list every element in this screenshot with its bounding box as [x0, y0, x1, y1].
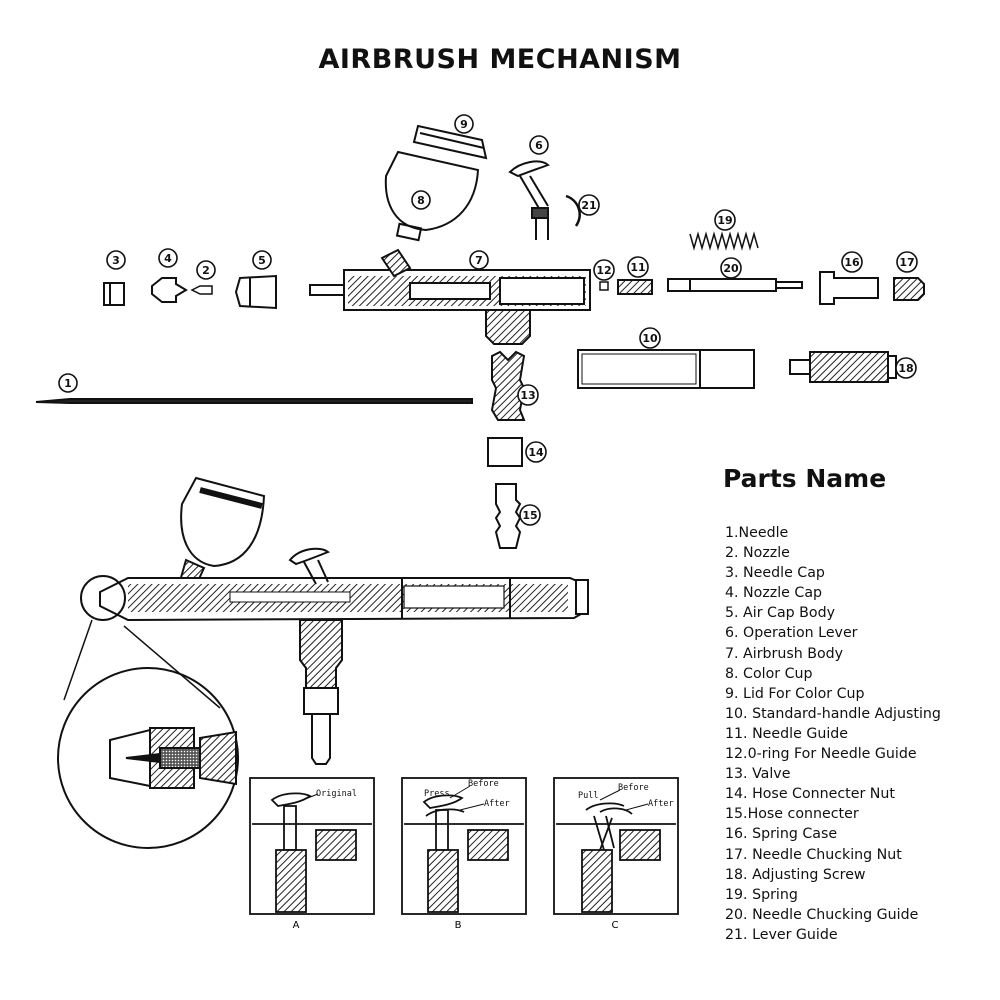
callout-4: 4 — [164, 252, 172, 265]
panel-b-label-after: After — [484, 799, 510, 809]
parts-list-item: 8. Color Cup — [725, 665, 813, 682]
callout-21: 21 — [581, 199, 596, 212]
part-hose-connecter-nut-shape — [487, 437, 523, 467]
part-operation-lever-shape — [508, 160, 550, 240]
part-spring-shape — [689, 231, 759, 251]
callout-17: 17 — [899, 256, 914, 269]
part-needle-cap-shape — [103, 282, 125, 306]
parts-list-item: 17. Needle Chucking Nut — [725, 846, 902, 863]
part-lid-shape — [412, 124, 488, 160]
operation-panel-c: Pull Before After — [553, 777, 679, 915]
callout-16: 16 — [844, 256, 860, 269]
callout-13: 13 — [520, 389, 535, 402]
part-needle-chucking-guide-shape — [667, 278, 803, 292]
panel-c-label-before: Before — [618, 783, 649, 793]
callout-15: 15 — [522, 509, 537, 522]
callout-11: 11 — [630, 261, 645, 274]
parts-list-item: 2. Nozzle — [725, 545, 790, 562]
parts-list-item: 20. Needle Chucking Guide — [725, 906, 919, 923]
panel-b-caption: B — [455, 920, 462, 931]
part-needle-shape — [35, 398, 473, 404]
callout-12: 12 — [596, 264, 611, 277]
operation-panel-b: Press Before After — [401, 777, 527, 915]
part-color-cup-shape — [384, 150, 480, 242]
parts-list-item: 6. Operation Lever — [725, 625, 858, 642]
callout-5: 5 — [258, 254, 266, 267]
callout-7: 7 — [475, 254, 483, 267]
parts-list-item: 7. Airbrush Body — [725, 645, 844, 662]
callout-2: 2 — [202, 264, 210, 277]
parts-list-item: 3. Needle Cap — [725, 565, 825, 582]
callout-14: 14 — [528, 446, 544, 459]
panel-c-label-pull: Pull — [578, 791, 598, 801]
parts-name-heading: Parts Name — [723, 464, 887, 493]
parts-list-item: 18. Adjusting Screw — [725, 866, 866, 883]
parts-list-item: 12.0-ring For Needle Guide — [725, 746, 917, 763]
part-hose-connecter-shape — [494, 483, 522, 549]
callout-19: 19 — [717, 214, 732, 227]
callout-6: 6 — [535, 139, 543, 152]
panel-c-label-after: After — [648, 799, 674, 809]
part-o-ring-shape — [599, 281, 609, 291]
assembled-airbrush — [57, 476, 590, 849]
parts-list-item: 13. Valve — [725, 766, 791, 783]
parts-list-item: 21. Lever Guide — [725, 926, 838, 943]
part-spring-case-shape — [819, 271, 879, 305]
part-nozzle-shape — [190, 285, 213, 295]
part-callouts: 1 2 3 4 5 6 7 8 9 10 11 12 13 14 15 16 1… — [58, 114, 918, 526]
callout-3: 3 — [112, 254, 120, 267]
callout-20: 20 — [723, 262, 739, 275]
part-handle-shape — [577, 349, 755, 389]
parts-list-item: 10. Standard-handle Adjusting — [725, 705, 941, 722]
parts-list-item: 16. Spring Case — [725, 826, 838, 843]
panel-a-caption: A — [293, 920, 300, 931]
parts-list-item: 11. Needle Guide — [725, 725, 848, 742]
part-lever-guide-shape — [565, 194, 581, 227]
diagram-title: AIRBRUSH MECHANISM — [318, 44, 682, 75]
parts-list-item: 19. Spring — [725, 886, 798, 903]
part-adjusting-screw-shape — [789, 351, 897, 383]
part-airbrush-body-shape — [309, 248, 591, 345]
callout-1: 1 — [64, 377, 72, 390]
parts-list-item: 5. Air Cap Body — [725, 605, 835, 622]
panel-a-label-original: Original — [316, 789, 357, 799]
part-needle-chucking-nut-shape — [893, 277, 925, 301]
callout-18: 18 — [898, 362, 913, 375]
part-air-cap-body-shape — [234, 274, 277, 310]
parts-list: 1.Needle 2. Nozzle 3. Needle Cap 4. Nozz… — [725, 523, 941, 945]
callout-9: 9 — [460, 118, 468, 131]
parts-list-item: 15.Hose connecter — [725, 806, 859, 823]
callout-8: 8 — [417, 194, 425, 207]
parts-list-item: 1.Needle — [725, 525, 789, 541]
parts-list-item: 4. Nozzle Cap — [725, 585, 823, 602]
part-valve-shape — [490, 350, 526, 421]
part-nozzle-cap-shape — [151, 277, 188, 303]
part-needle-guide-shape — [617, 279, 653, 295]
operation-panel-a: Original — [249, 777, 375, 915]
panel-b-label-before: Before — [468, 779, 499, 789]
callout-10: 10 — [642, 332, 658, 345]
parts-list-item: 9. Lid For Color Cup — [725, 685, 865, 702]
parts-list-item: 14. Hose Connecter Nut — [725, 786, 895, 803]
panel-c-caption: C — [612, 920, 619, 931]
panel-b-label-press: Press — [424, 789, 450, 799]
